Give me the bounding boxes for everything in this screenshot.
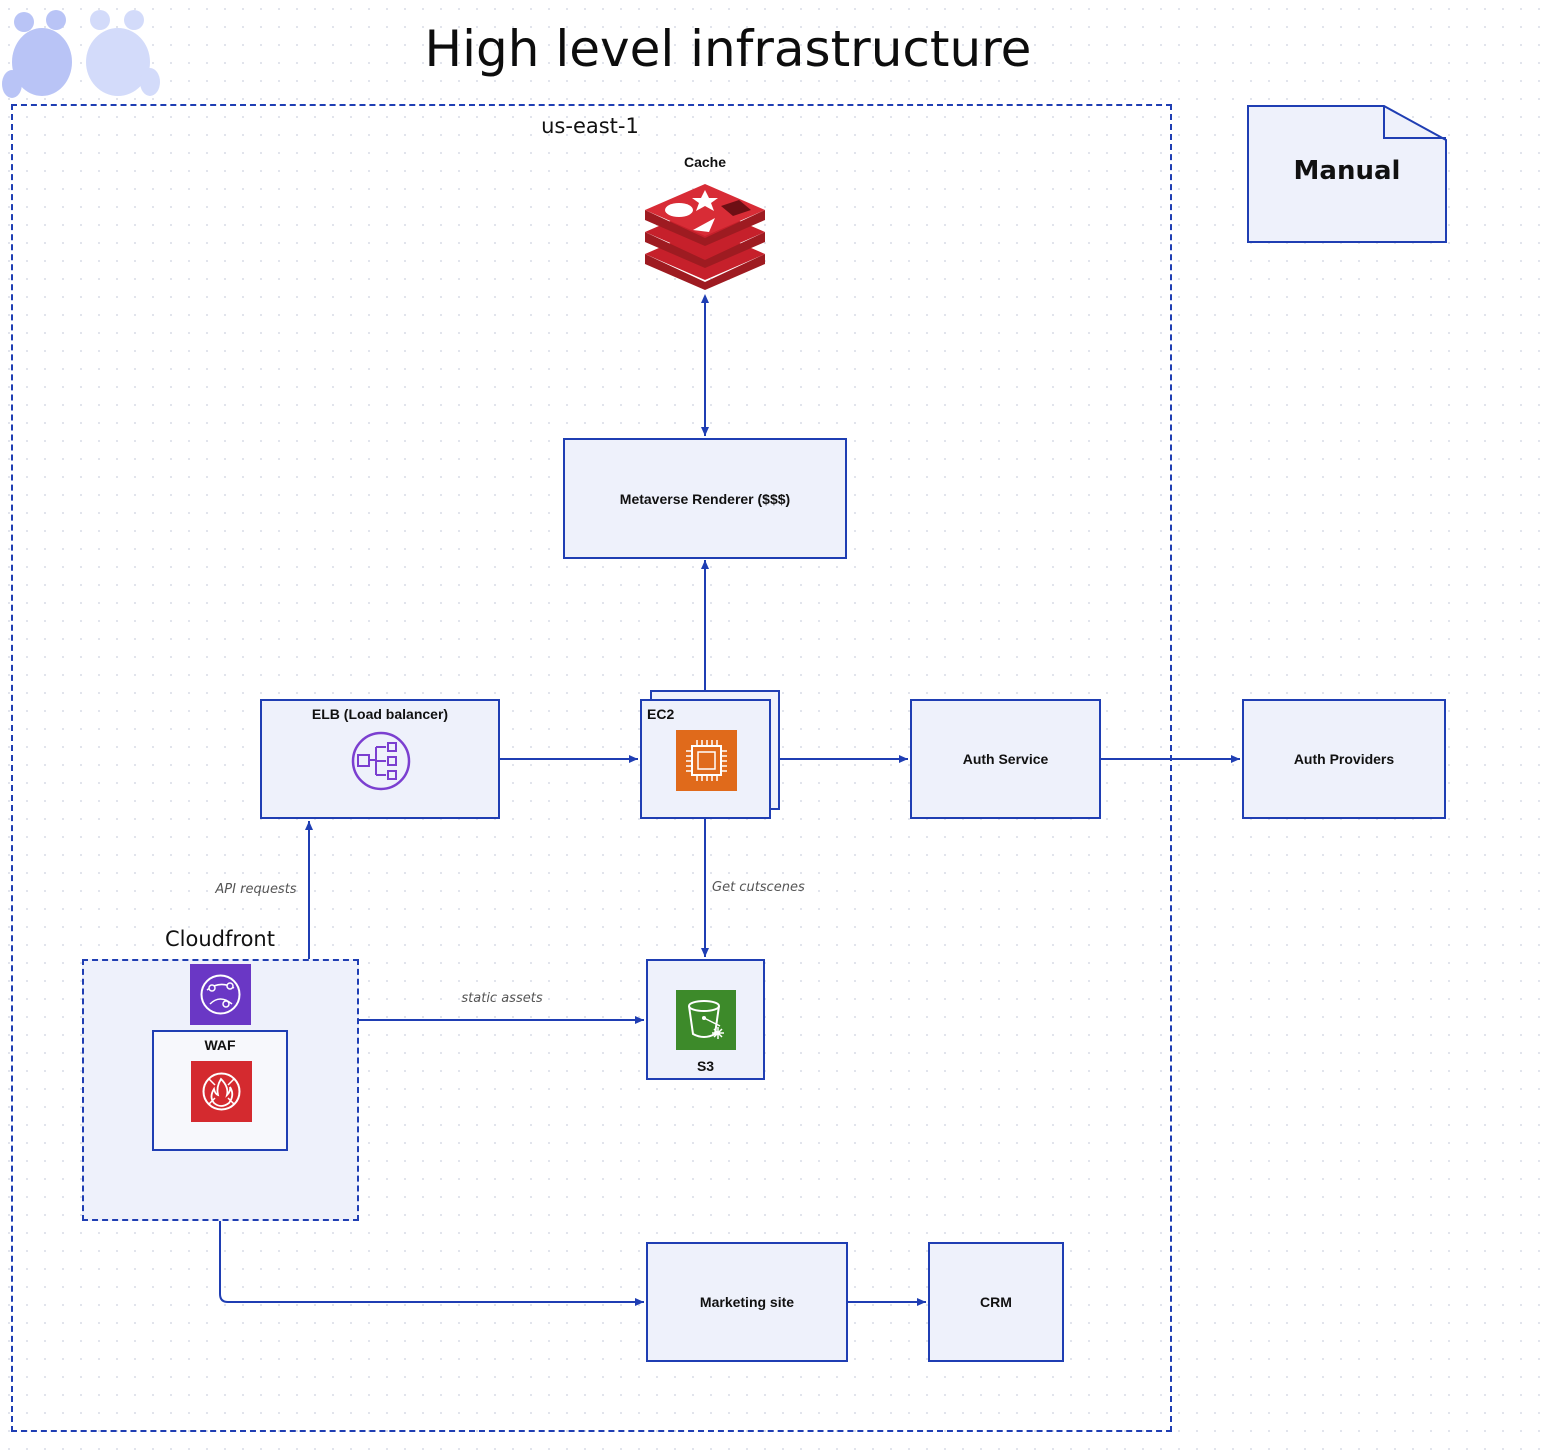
- auth-providers-node[interactable]: Auth Providers: [1242, 699, 1446, 819]
- auth-service-label: Auth Service: [962, 751, 1049, 767]
- metaverse-renderer-label: Metaverse Renderer ($$$): [619, 490, 791, 507]
- waf-node[interactable]: WAF: [152, 1030, 288, 1151]
- ec2-chip-icon: [676, 730, 737, 791]
- s3-label: S3: [696, 1058, 715, 1074]
- metaverse-renderer-node[interactable]: Metaverse Renderer ($$$): [563, 438, 847, 559]
- marketing-site-label: Marketing site: [699, 1294, 795, 1310]
- edge-label-api-requests: API requests: [215, 882, 297, 897]
- edge-cloudfront-marketing: [219, 1220, 644, 1306]
- edge-label-get-cutscenes: Get cutscenes: [712, 880, 805, 895]
- manual-note[interactable]: Manual: [1247, 104, 1447, 244]
- region-label-us-east-1: us-east-1: [541, 114, 639, 138]
- crm-node[interactable]: CRM: [928, 1242, 1064, 1362]
- page-title: High level infrastructure: [424, 20, 1032, 78]
- auth-providers-label: Auth Providers: [1293, 751, 1395, 767]
- s3-bucket-icon: [676, 990, 736, 1050]
- manual-label: Manual: [1293, 156, 1401, 186]
- crm-label: CRM: [980, 1294, 1012, 1310]
- waf-icon: [191, 1061, 252, 1122]
- region-us-east-1: [11, 104, 1172, 1432]
- region-label-cloudfront: Cloudfront: [165, 927, 275, 951]
- cloudfront-icon: [190, 964, 251, 1025]
- redis-icon[interactable]: [643, 184, 767, 290]
- ec2-node[interactable]: EC2: [640, 699, 771, 819]
- mascot-logo-icon: [0, 4, 170, 104]
- waf-label: WAF: [204, 1037, 236, 1053]
- s3-node[interactable]: S3: [646, 959, 765, 1080]
- marketing-site-node[interactable]: Marketing site: [646, 1242, 848, 1362]
- elb-icon: [350, 730, 412, 792]
- edge-label-static-assets: static assets: [461, 991, 543, 1006]
- ec2-label: EC2: [647, 706, 675, 722]
- cache-label: Cache: [683, 154, 727, 170]
- auth-service-node[interactable]: Auth Service: [910, 699, 1101, 819]
- elb-label: ELB (Load balancer): [311, 706, 449, 722]
- elb-node[interactable]: ELB (Load balancer): [260, 699, 500, 819]
